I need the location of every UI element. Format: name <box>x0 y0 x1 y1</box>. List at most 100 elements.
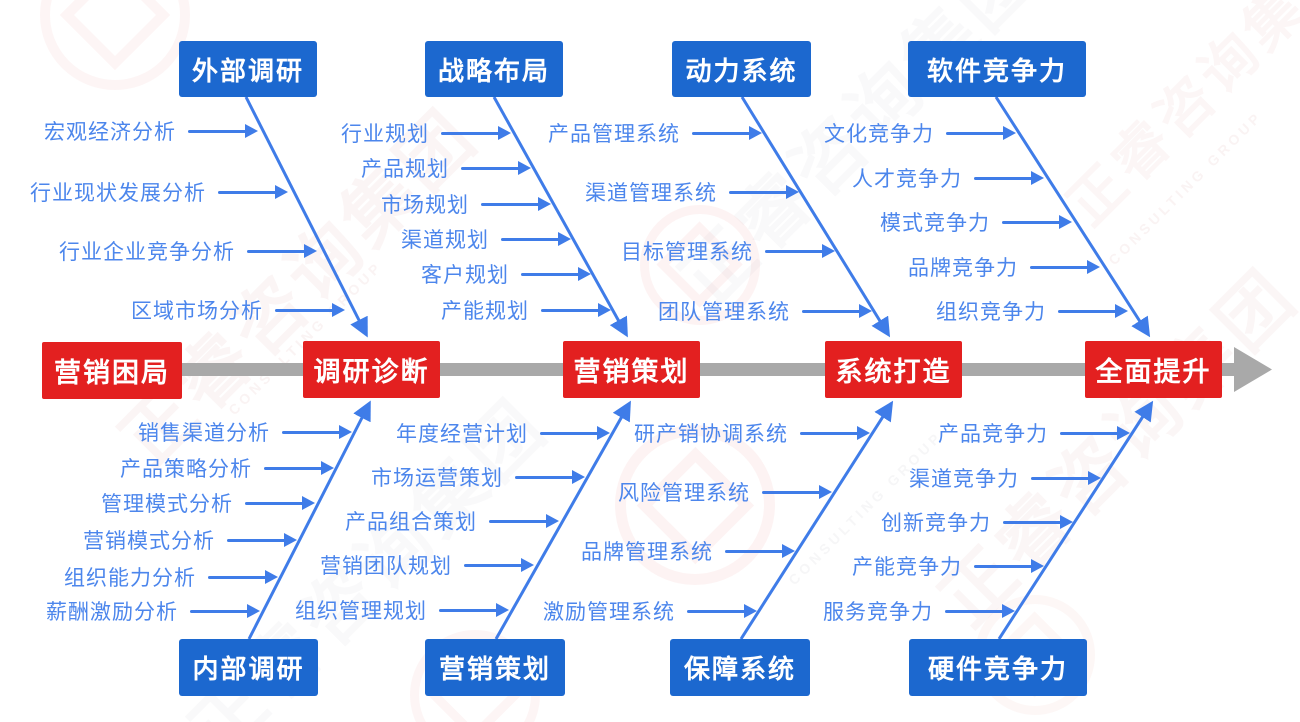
bone-line-top-4 <box>994 96 1151 338</box>
branch-label-text: 市场规划 <box>381 194 469 217</box>
arrow-right-icon <box>501 231 571 247</box>
branch-label-text: 行业现状发展分析 <box>30 182 206 205</box>
branch-label-text: 薪酬激励分析 <box>46 601 178 624</box>
stage-box-system-building: 系统打造 <box>825 341 962 398</box>
branch-label: 产品竞争力 <box>938 422 1130 446</box>
arrow-right-icon <box>1003 514 1073 530</box>
branch-label-text: 品牌竞争力 <box>908 257 1018 280</box>
branch-box-support-system: 保障系统 <box>670 639 810 696</box>
branch-label-text: 产品竞争力 <box>938 423 1048 446</box>
branch-label-text: 产品规划 <box>361 158 449 181</box>
bone-line-bottom-2 <box>494 400 631 640</box>
branch-label-text: 行业规划 <box>341 123 429 146</box>
branch-label-text: 组织能力分析 <box>64 567 196 590</box>
arrow-right-icon <box>800 425 870 441</box>
arrow-right-icon <box>275 302 345 318</box>
arrow-right-icon <box>974 170 1044 186</box>
stage-box-overall-improvement: 全面提升 <box>1085 341 1222 398</box>
arrow-right-icon <box>1058 303 1128 319</box>
branch-label: 产品策略分析 <box>120 457 334 481</box>
branch-label: 市场规划 <box>381 193 551 217</box>
branch-label: 渠道竞争力 <box>909 467 1101 491</box>
bone-line-top-1 <box>244 96 368 338</box>
arrow-right-icon <box>441 125 511 141</box>
spine-arrowhead-icon <box>1234 347 1272 392</box>
arrow-right-icon <box>687 603 757 619</box>
branch-label-text: 市场运营策划 <box>371 467 503 490</box>
branch-label: 市场运营策划 <box>371 466 585 490</box>
branch-label: 产品组合策划 <box>345 510 559 534</box>
arrow-right-icon <box>1030 259 1100 275</box>
branch-label: 销售渠道分析 <box>138 421 352 445</box>
arrow-right-icon <box>945 603 1015 619</box>
branch-label-text: 模式竞争力 <box>880 212 990 235</box>
branch-label: 激励管理系统 <box>543 600 757 624</box>
branch-box-power-system: 动力系统 <box>672 41 811 97</box>
branch-label-text: 营销模式分析 <box>83 530 215 553</box>
branch-label: 行业规划 <box>341 122 511 146</box>
branch-label: 年度经营计划 <box>396 422 610 446</box>
branch-box-external-research: 外部调研 <box>179 41 317 97</box>
branch-box-marketing-planning: 营销策划 <box>425 639 565 696</box>
branch-label-text: 品牌管理系统 <box>581 541 713 564</box>
arrow-right-icon <box>802 303 872 319</box>
arrow-right-icon <box>762 484 832 500</box>
branch-box-hardware-competitiveness: 硬件竞争力 <box>909 639 1087 696</box>
branch-label-text: 渠道管理系统 <box>585 182 717 205</box>
arrow-right-icon <box>946 125 1016 141</box>
branch-label: 研产销协调系统 <box>634 422 870 446</box>
branch-label-text: 宏观经济分析 <box>44 121 176 144</box>
branch-label: 产能规划 <box>441 299 611 323</box>
branch-label-text: 团队管理系统 <box>658 301 790 324</box>
bone-line-bottom-3 <box>739 400 894 640</box>
arrow-right-icon <box>540 425 610 441</box>
arrow-right-icon <box>729 184 799 200</box>
arrow-right-icon <box>541 302 611 318</box>
branch-label-text: 文化竞争力 <box>824 123 934 146</box>
branch-label: 模式竞争力 <box>880 211 1072 235</box>
branch-label: 宏观经济分析 <box>44 120 258 144</box>
arrow-right-icon <box>439 602 509 618</box>
branch-label: 产能竞争力 <box>852 555 1044 579</box>
arrow-right-icon <box>1060 425 1130 441</box>
branch-label: 营销模式分析 <box>83 529 297 553</box>
arrow-right-icon <box>515 469 585 485</box>
branch-label: 客户规划 <box>421 263 591 287</box>
branch-label: 目标管理系统 <box>621 240 835 264</box>
branch-label-text: 行业企业竞争分析 <box>59 241 235 264</box>
branch-label-text: 渠道规划 <box>401 229 489 252</box>
arrow-right-icon <box>218 184 288 200</box>
branch-label: 行业现状发展分析 <box>30 181 288 205</box>
stage-box-marketing-planning: 营销策划 <box>563 341 700 398</box>
branch-label: 品牌管理系统 <box>581 540 795 564</box>
branch-label: 渠道规划 <box>401 228 571 252</box>
branch-label: 人才竞争力 <box>852 167 1044 191</box>
branch-label-text: 人才竞争力 <box>852 168 962 191</box>
branch-box-software-competitiveness: 软件竞争力 <box>908 41 1086 97</box>
branch-label: 渠道管理系统 <box>585 181 799 205</box>
arrow-right-icon <box>190 603 260 619</box>
arrow-right-icon <box>188 123 258 139</box>
branch-label: 行业企业竞争分析 <box>59 240 317 264</box>
bone-line-bottom-1 <box>247 400 371 640</box>
branch-label: 营销团队规划 <box>320 554 534 578</box>
branch-box-strategic-layout: 战略布局 <box>425 41 563 97</box>
branch-label-text: 风险管理系统 <box>618 482 750 505</box>
arrow-right-icon <box>521 266 591 282</box>
branch-label-text: 组织管理规划 <box>295 600 427 623</box>
branch-label: 创新竞争力 <box>881 511 1073 535</box>
arrow-right-icon <box>227 532 297 548</box>
arrow-right-icon <box>264 460 334 476</box>
branch-label-text: 管理模式分析 <box>101 493 233 516</box>
branch-label-text: 产能规划 <box>441 300 529 323</box>
branch-label: 产品管理系统 <box>548 122 762 146</box>
branch-label: 组织能力分析 <box>64 566 278 590</box>
arrow-right-icon <box>282 424 352 440</box>
branch-label: 组织管理规划 <box>295 599 509 623</box>
branch-label-text: 区域市场分析 <box>131 300 263 323</box>
branch-label: 组织竞争力 <box>936 300 1128 324</box>
branch-label-text: 研产销协调系统 <box>634 423 788 446</box>
arrow-right-icon <box>692 125 762 141</box>
arrow-right-icon <box>461 160 531 176</box>
